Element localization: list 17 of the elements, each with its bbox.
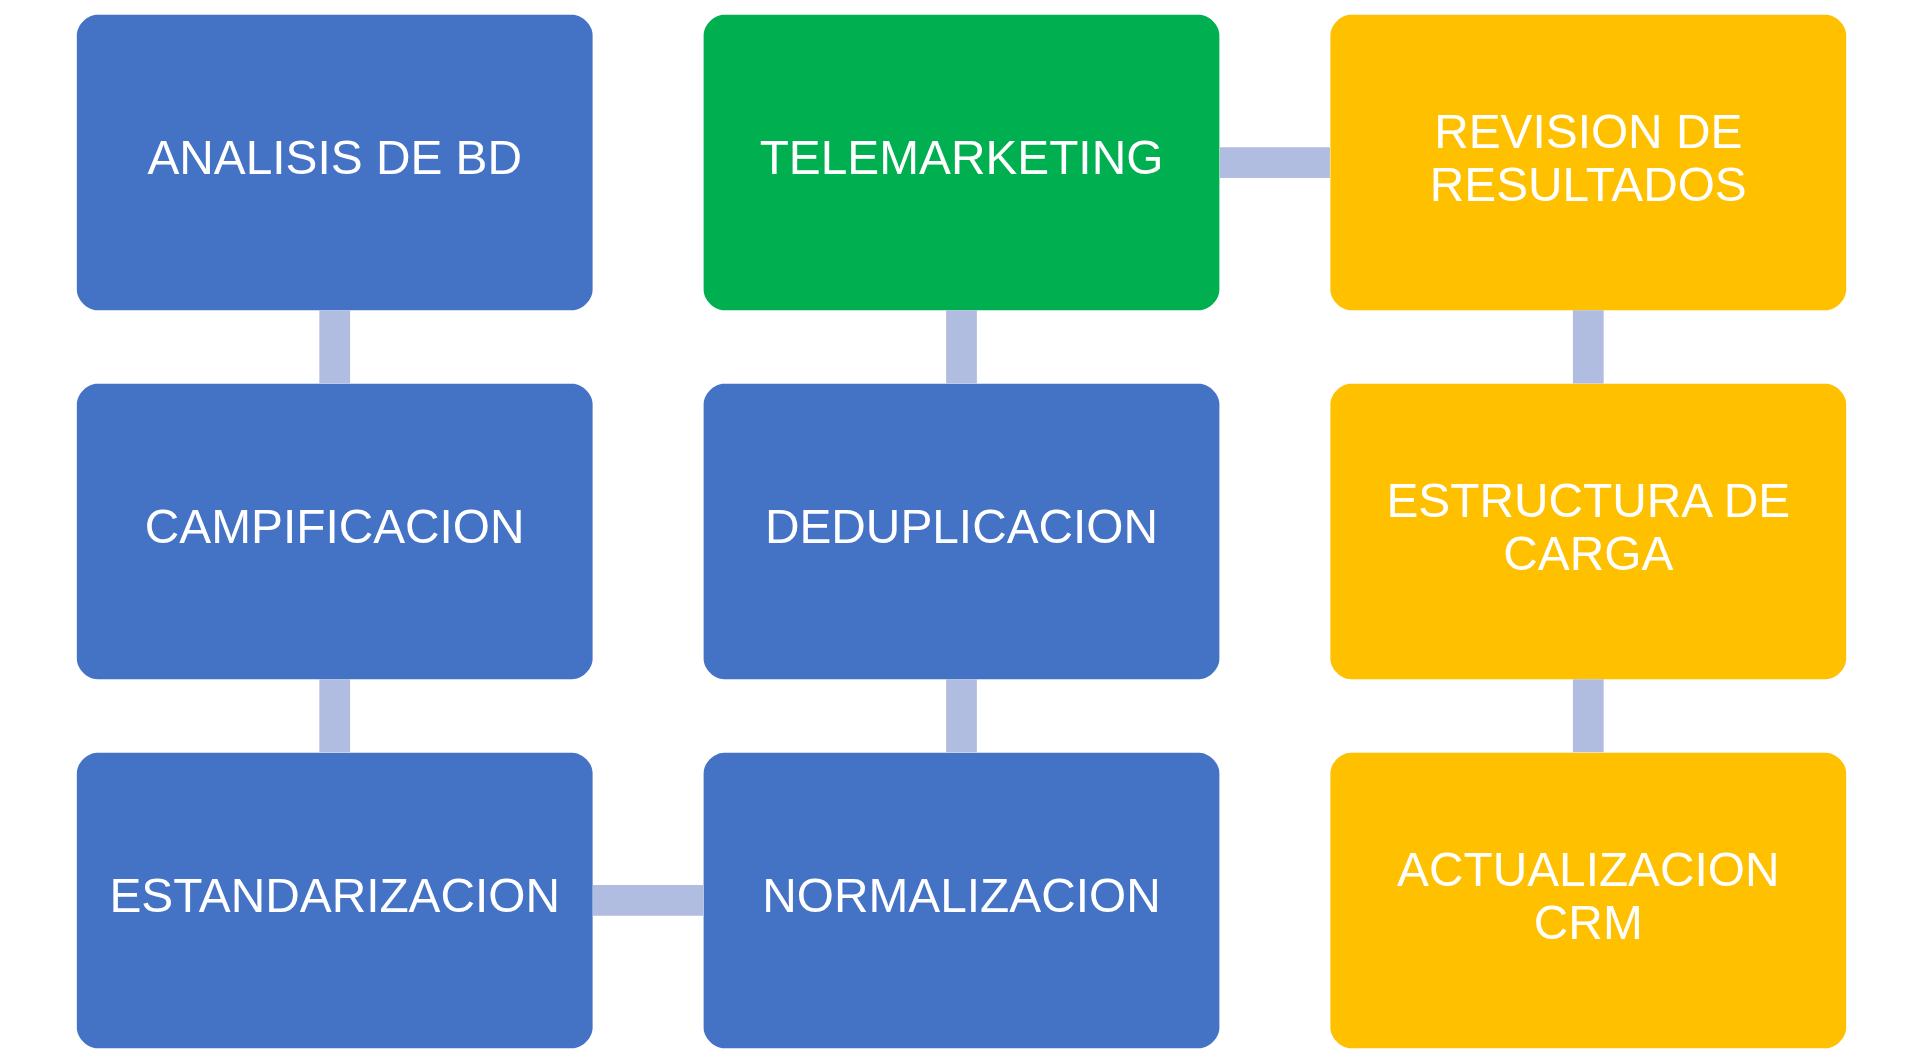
- node-box: TELEMARKETING: [703, 14, 1220, 311]
- connector: [319, 679, 351, 753]
- connector: [1572, 679, 1604, 753]
- node-box: ACTUALIZACION CRM: [1330, 752, 1847, 1049]
- node-box: ESTANDARIZACION: [76, 752, 593, 1049]
- node-box: ESTRUCTURA DE CARGA: [1330, 383, 1847, 680]
- node-box: ANALISIS DE BD: [76, 14, 593, 311]
- node-box: REVISION DE RESULTADOS: [1330, 14, 1847, 311]
- connector: [593, 885, 704, 916]
- node-box: NORMALIZACION: [703, 752, 1220, 1049]
- connector: [946, 679, 977, 753]
- node-box: CAMPIFICACION: [76, 383, 593, 680]
- connector: [1572, 310, 1604, 384]
- connector: [946, 310, 977, 384]
- node-box: DEDUPLICACION: [703, 383, 1220, 680]
- connector: [1219, 147, 1330, 178]
- connector: [319, 310, 351, 384]
